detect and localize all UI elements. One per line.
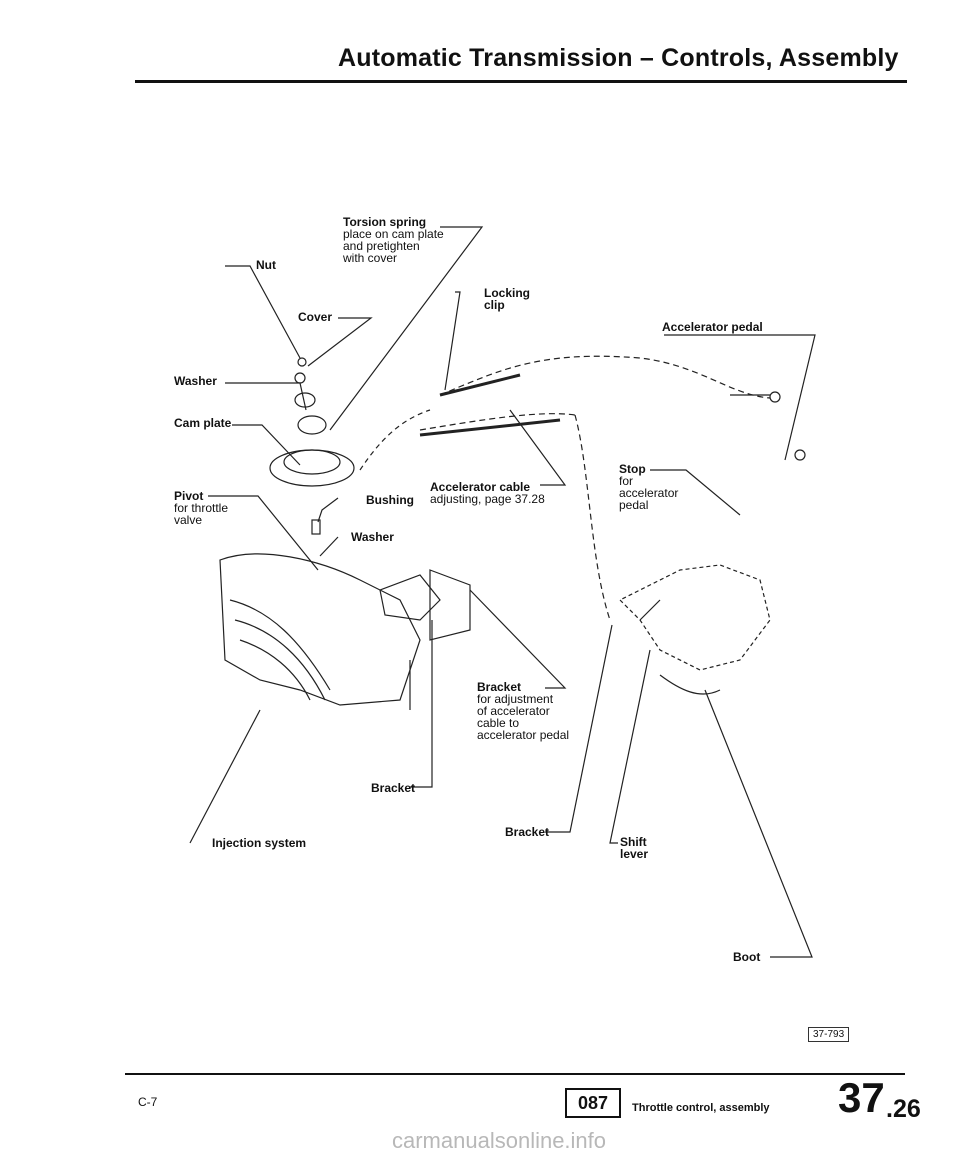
bracket-adjust-label: Bracket for adjustment of accelerator ca… bbox=[477, 681, 569, 741]
bracket-adjust-desc-2: of accelerator bbox=[477, 704, 550, 718]
accelerator-cable-name: Accelerator cable bbox=[430, 480, 531, 494]
locking-clip-line-2: clip bbox=[484, 298, 505, 312]
stop-label: Stop for accelerator pedal bbox=[619, 463, 678, 511]
bracket-low-label: Bracket bbox=[505, 825, 550, 839]
injection-system-label: Injection system bbox=[212, 836, 307, 850]
locking-clip-label: Locking clip bbox=[484, 287, 530, 311]
stop-desc-2: accelerator bbox=[619, 486, 679, 500]
accelerator-pedal-label: Accelerator pedal bbox=[662, 320, 763, 334]
locking-clip-line-1: Locking bbox=[484, 286, 531, 300]
pivot-desc-2: valve bbox=[174, 513, 203, 527]
pivot-name: Pivot bbox=[174, 489, 204, 503]
stop-name: Stop bbox=[619, 462, 646, 476]
torsion-spring-desc-1: place on cam plate bbox=[343, 227, 444, 241]
footer-left-code: C-7 bbox=[138, 1095, 158, 1109]
bracket-adjust-name: Bracket bbox=[477, 680, 522, 694]
footer-page-box: 087 bbox=[565, 1088, 621, 1118]
bracket-adjust-desc-1: for adjustment bbox=[477, 692, 554, 706]
nut-label: Nut bbox=[256, 258, 276, 272]
bushing-label: Bushing bbox=[366, 493, 414, 507]
torsion-spring-desc-2: and pretighten bbox=[343, 239, 420, 253]
cam-plate-label: Cam plate bbox=[174, 416, 232, 430]
washer-bottom-label: Washer bbox=[351, 530, 394, 544]
accelerator-cable-desc: adjusting, page 37.28 bbox=[430, 492, 545, 506]
washer-top-label: Washer bbox=[174, 374, 217, 388]
footer-page-sub: .26 bbox=[886, 1095, 921, 1123]
bracket-adjust-desc-4: accelerator pedal bbox=[477, 728, 570, 742]
torsion-spring-label: Torsion spring place on cam plate and pr… bbox=[343, 216, 444, 264]
bracket-adjust-desc-3: cable to bbox=[477, 716, 520, 730]
torsion-spring-desc-3: with cover bbox=[343, 251, 398, 265]
header-rule bbox=[135, 80, 907, 83]
stop-desc-1: for bbox=[619, 474, 634, 488]
cover-label: Cover bbox=[298, 310, 333, 324]
shift-lever-line-1: Shift bbox=[620, 835, 647, 849]
page-title: Automatic Transmission – Controls, Assem… bbox=[338, 44, 899, 72]
footer-description: Throttle control, assembly bbox=[632, 1102, 770, 1114]
footer-rule bbox=[125, 1073, 905, 1075]
accelerator-cable-label: Accelerator cable adjusting, page 37.28 bbox=[430, 481, 545, 505]
stop-desc-3: pedal bbox=[619, 498, 649, 512]
bracket-mid-label: Bracket bbox=[371, 781, 416, 795]
figure-reference: 37-793 bbox=[808, 1027, 850, 1042]
watermark: carmanualsonline.info bbox=[392, 1128, 607, 1153]
shift-lever-label: Shift lever bbox=[620, 836, 648, 860]
footer-page-number: 37 bbox=[838, 1074, 885, 1121]
pivot-label: Pivot for throttle valve bbox=[174, 490, 228, 526]
shift-lever-line-2: lever bbox=[620, 847, 649, 861]
pivot-desc-1: for throttle bbox=[174, 501, 229, 515]
torsion-spring-name: Torsion spring bbox=[343, 215, 427, 229]
boot-label: Boot bbox=[733, 950, 761, 964]
